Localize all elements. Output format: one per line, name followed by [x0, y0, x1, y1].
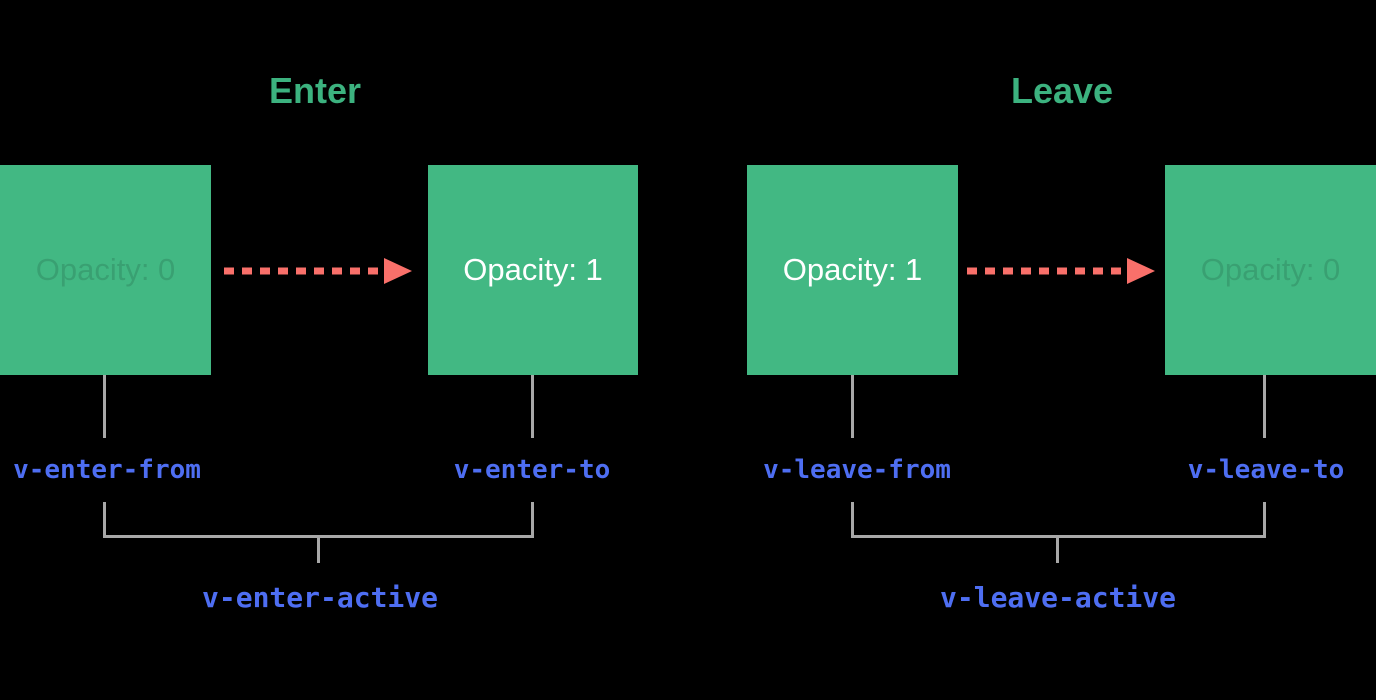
- enter-from-connector-line: [103, 375, 106, 438]
- enter-section-title: Enter: [268, 70, 362, 111]
- leave-to-box-label: Opacity: 0: [1200, 252, 1341, 287]
- enter-from-class-label: v-enter-from: [13, 455, 201, 485]
- leave-section-title: Leave: [1010, 70, 1114, 111]
- leave-bracket-left-line: [851, 502, 854, 538]
- enter-to-box-label: Opacity: 1: [463, 252, 603, 287]
- enter-from-box-label: Opacity: 0: [35, 252, 176, 287]
- leave-to-box: Opacity: 0: [1165, 165, 1376, 375]
- leave-bracket-bottom-line: [851, 535, 1266, 538]
- leave-from-box-label: Opacity: 1: [782, 252, 923, 287]
- enter-to-connector-line: [531, 375, 534, 438]
- enter-bracket-right-line: [531, 502, 534, 538]
- leave-from-class-label: v-leave-from: [763, 455, 951, 485]
- enter-bracket-center-tick: [317, 538, 320, 563]
- leave-transition-arrow: [967, 258, 1155, 284]
- enter-bracket-left-line: [103, 502, 106, 538]
- leave-bracket-right-line: [1263, 502, 1266, 538]
- enter-to-class-label: v-enter-to: [453, 455, 611, 485]
- leave-bracket-center-tick: [1056, 538, 1059, 563]
- enter-active-class-label: v-enter-active: [201, 581, 439, 614]
- enter-from-box: Opacity: 0: [0, 165, 211, 375]
- leave-to-connector-line: [1263, 375, 1266, 438]
- enter-transition-arrow: [224, 258, 412, 284]
- leave-from-box: Opacity: 1: [747, 165, 958, 375]
- leave-active-class-label: v-leave-active: [939, 581, 1177, 614]
- leave-from-connector-line: [851, 375, 854, 438]
- enter-bracket-bottom-line: [103, 535, 534, 538]
- leave-to-class-label: v-leave-to: [1187, 455, 1345, 485]
- enter-to-box: Opacity: 1: [428, 165, 638, 375]
